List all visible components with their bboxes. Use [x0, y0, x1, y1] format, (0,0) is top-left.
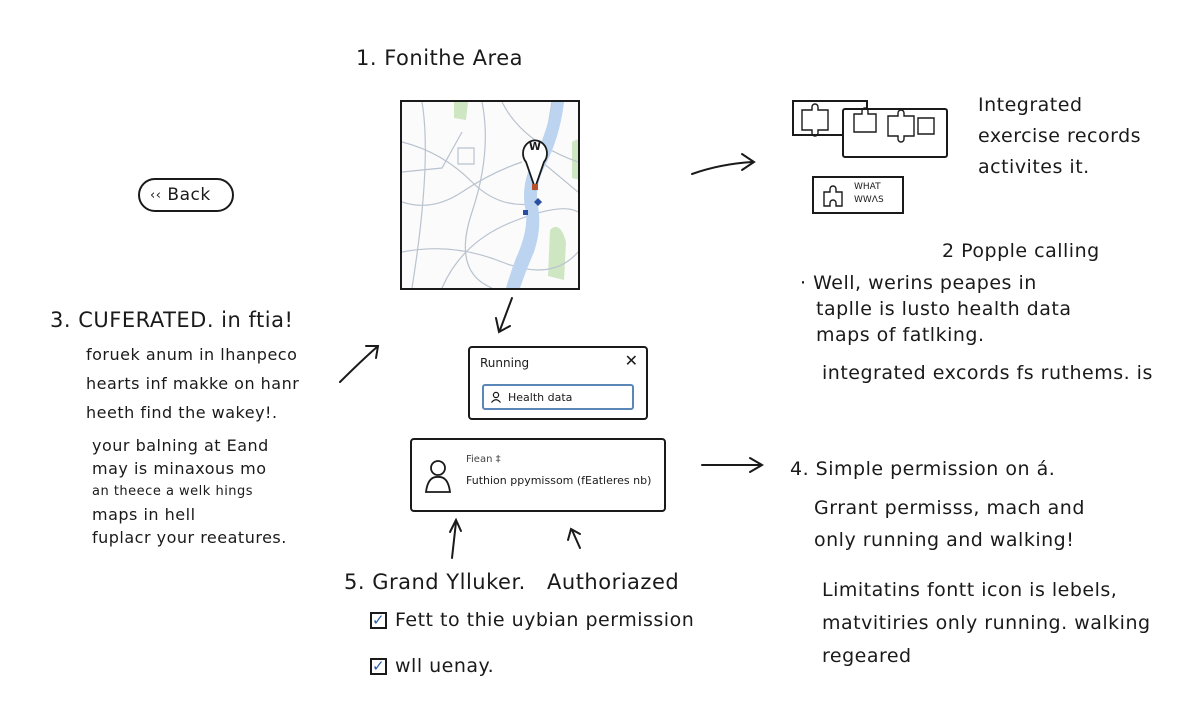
step3-title: 3. CUFERATED. in ftia! [50, 308, 294, 332]
step2-body: · Well, werins peapes in taplle is lusto… [800, 270, 1071, 348]
step5-checklist: ✓ Fett to thie uybian permission ✓ wll u… [370, 602, 694, 684]
checkbox[interactable]: ✓ [370, 610, 387, 629]
checkbox[interactable]: ✓ [370, 656, 387, 675]
step5-title: 5. Grand Ylluker. Authoriazed [344, 570, 679, 594]
integrated-line: Integrated [978, 94, 1083, 116]
step3-note-line: your balning at Eand [92, 436, 269, 455]
puzzle-icon [823, 185, 843, 207]
person-icon [424, 460, 452, 493]
limitations-line: Limitatins fontt icon is lebels, [822, 579, 1118, 601]
map-view[interactable]: W [400, 100, 580, 290]
back-button[interactable]: ‹‹ Back [138, 178, 234, 212]
step4-line: only running and walking! [814, 529, 1075, 551]
step3-note-line: fuplacr your reeatures. [92, 528, 287, 547]
puzzle-caption-line: WWɅS [854, 195, 884, 205]
limitations-line: matvitiries only running. walking [822, 612, 1151, 634]
health-data-field[interactable]: Health data [482, 384, 634, 410]
limitations-line: regeared [822, 645, 912, 667]
step3-line: foruek anum in lhanpeco [86, 345, 298, 364]
step5-title-text: 5. Grand Ylluker. [344, 570, 526, 594]
park-area [454, 102, 468, 120]
puzzle-caption-box: WHAT WWɅS [812, 176, 904, 214]
step2-line-text: Well, werins peapes in [813, 272, 1037, 294]
step3-note-line: maps in hell [92, 505, 196, 524]
limitations-note: Limitatins fontt icon is lebels, matviti… [822, 574, 1151, 673]
puzzle-caption: WHAT WWɅS [854, 181, 884, 207]
pin-letter: W [529, 140, 541, 153]
route-markers [523, 198, 542, 215]
step2-line: taplle is lusto health data [816, 298, 1072, 320]
step2-extra: integrated excords fs ruthems. is [822, 362, 1153, 384]
dialog-title: Running [480, 356, 530, 370]
step4-body: Grrant permisss, mach and only running a… [814, 492, 1085, 556]
running-dialog: Running ✕ Health data [468, 346, 648, 420]
permission-body: Futhion ppymissom (fEatleres nb) [466, 474, 652, 487]
check-row[interactable]: ✓ Fett to thie uybian permission [370, 602, 694, 638]
step3-line: heeth find the wakey!. [86, 403, 278, 422]
check-row[interactable]: ✓ wll uenay. [370, 648, 694, 684]
step3-note-line: an theece a welk hings [92, 484, 254, 499]
close-icon[interactable]: ✕ [624, 351, 638, 370]
step2-line: · Well, werins peapes in [800, 272, 1037, 294]
step2-line: maps of fatlking. [816, 324, 985, 346]
step3-note-line: may is minaxous mo [92, 459, 267, 478]
back-button-label: Back [167, 185, 211, 205]
map-canvas: W [402, 102, 578, 288]
integrated-line: exercise records [978, 125, 1142, 147]
step2-title: 2 Popple calling [942, 240, 1100, 262]
location-pin-icon: W [522, 139, 548, 191]
health-data-label: Health data [508, 390, 573, 404]
chevron-left-icon: ‹‹ [150, 187, 162, 203]
step3-notes: your balning at Eand may is minaxous mo … [92, 434, 287, 549]
check-label: Fett to thie uybian permission [395, 609, 695, 631]
person-icon [491, 391, 501, 403]
park-area [572, 139, 578, 180]
puzzle-sketch: WHAT WWɅS [792, 100, 948, 216]
integrated-note: Integrated exercise records activites it… [978, 90, 1141, 183]
step1-title: 1. Fonithe Area [356, 46, 523, 70]
integrated-line: activites it. [978, 156, 1090, 178]
step4-line: Grrant permisss, mach and [814, 497, 1085, 519]
step3-body: foruek anum in lhanpeco hearts inf makke… [86, 340, 299, 427]
permission-header: Fiean ‡ [466, 454, 501, 465]
river [506, 102, 564, 288]
permission-card[interactable]: Fiean ‡ Futhion ppymissom (fEatleres nb) [410, 438, 666, 512]
check-label: wll uenay. [395, 655, 495, 677]
puzzle-icon [801, 103, 935, 143]
puzzle-caption-line: WHAT [854, 182, 881, 192]
step5-subtitle: Authoriazed [547, 570, 680, 594]
step3-line: hearts inf makke on hanr [86, 374, 300, 393]
park-area [548, 226, 566, 280]
step4-title: 4. Simple permission on á. [790, 458, 1056, 480]
